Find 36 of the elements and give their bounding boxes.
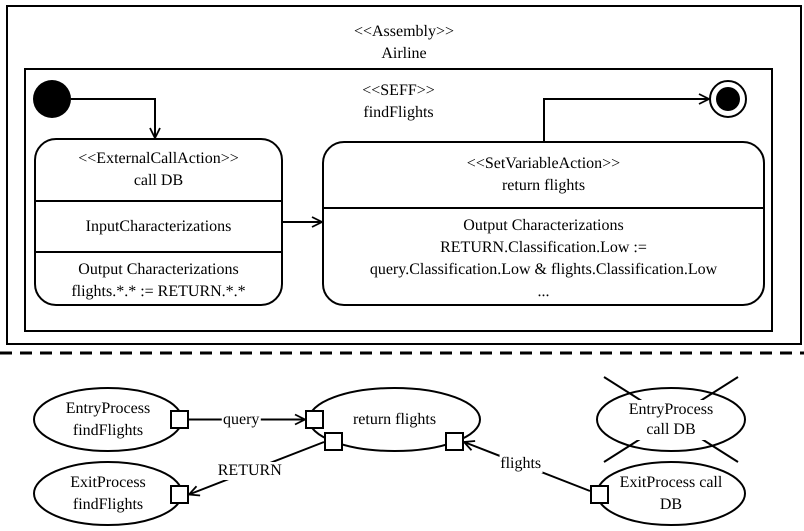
process-label: ExitProcess call DB — [618, 472, 724, 514]
arrow — [283, 216, 323, 228]
compartment-text: ... — [538, 282, 550, 302]
process-label: EntryProcess findFlights — [64, 398, 152, 440]
name-label: call DB — [134, 171, 184, 191]
name-label: Airline — [380, 44, 428, 64]
stereotype-label: <<Assembly>> — [352, 22, 456, 42]
compartment-text: Output Characterizations — [78, 260, 239, 280]
port-square — [170, 485, 189, 504]
assembly-frame — [6, 5, 802, 345]
arrow — [543, 93, 710, 141]
compartment-text: Output Characterizations — [463, 216, 624, 236]
initial-state — [33, 80, 71, 118]
action-box — [34, 138, 283, 306]
process-label: ExitProcess findFlights — [69, 472, 147, 514]
compartment-text: query.Classification.Low & flights.Classification.Low — [370, 260, 718, 280]
compartment-text: flights.*.* := RETURN.*.* — [71, 282, 246, 302]
arrow — [71, 98, 161, 139]
edge-label: RETURN — [216, 462, 283, 480]
compartment-text: RETURN.Classification.Low := — [440, 238, 647, 258]
stereotype-label: <<SEFF>> — [361, 81, 436, 101]
final-state — [709, 80, 747, 118]
port-square — [170, 410, 189, 429]
name-label: findFlights — [362, 103, 435, 123]
stereotype-label: <<SetVariableAction>> — [466, 154, 620, 174]
compartment-text: InputCharacterizations — [86, 216, 232, 236]
edge-label: flights — [499, 455, 542, 474]
process-label: return flights — [352, 410, 438, 430]
port-square — [305, 410, 324, 429]
process-ellipse — [596, 461, 746, 526]
process-ellipse — [33, 461, 183, 526]
seff-frame — [24, 68, 773, 332]
port-square — [590, 485, 609, 504]
stereotype-label: <<ExternalCallAction>> — [78, 149, 239, 169]
name-label: return flights — [502, 176, 586, 196]
action-box — [322, 141, 765, 306]
